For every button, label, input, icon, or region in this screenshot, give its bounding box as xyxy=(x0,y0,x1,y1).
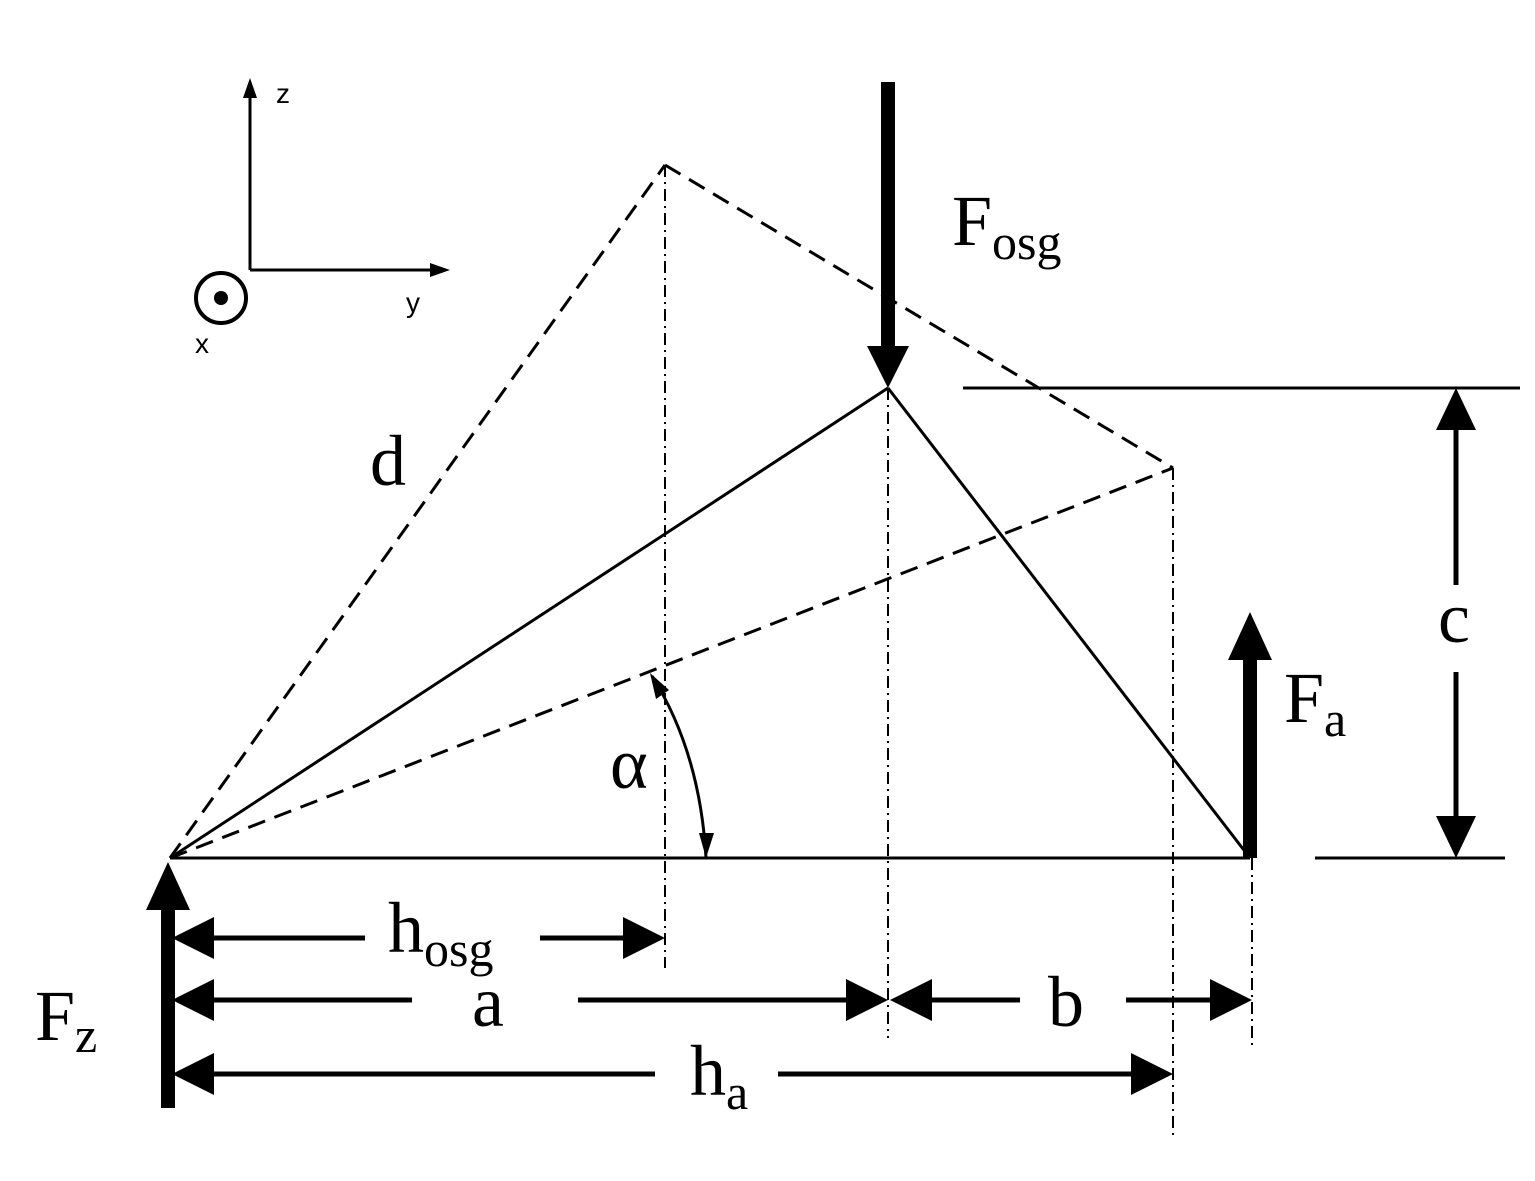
solid-line-left xyxy=(169,386,889,860)
solid-line-right xyxy=(886,387,1252,859)
c-dimension-down-arrowhead xyxy=(1436,816,1476,858)
alpha-arrowhead-bottom xyxy=(699,833,714,858)
alpha-arrowhead-top xyxy=(650,673,669,699)
f-z-label: Fz xyxy=(35,976,97,1063)
y-axis-label: y xyxy=(406,287,420,318)
x-axis-dot xyxy=(214,291,228,305)
a-right-arrowhead xyxy=(846,979,888,1021)
dashed-line-top xyxy=(664,163,1174,470)
dimension-h-osg: hosg xyxy=(172,888,665,977)
dimension-c: c xyxy=(963,386,1520,860)
x-axis-label: x xyxy=(195,328,209,359)
c-dimension-up-arrowhead xyxy=(1436,388,1476,430)
a-label: a xyxy=(472,962,504,1042)
b-label: b xyxy=(1048,962,1084,1042)
f-osg-sub: osg xyxy=(992,214,1061,270)
alpha-label: α xyxy=(610,724,648,804)
force-f-a: Fa xyxy=(1228,612,1346,858)
f-z-arrowhead xyxy=(146,862,190,910)
dashed-line-lower xyxy=(169,466,1174,860)
z-axis-label: z xyxy=(276,78,290,109)
dimension-a: a xyxy=(172,962,888,1042)
z-axis-arrowhead xyxy=(243,78,257,98)
b-left-arrowhead xyxy=(890,979,932,1021)
h-a-label: ha xyxy=(690,1031,748,1120)
f-z-sub: z xyxy=(75,1007,97,1063)
f-a-main: F xyxy=(1284,658,1324,738)
f-osg-arrowhead xyxy=(867,346,909,388)
f-osg-label: Fosg xyxy=(952,181,1062,270)
force-f-osg: Fosg xyxy=(867,82,1062,388)
h-a-left-arrowhead xyxy=(172,1053,214,1095)
h-osg-right-arrowhead xyxy=(623,917,665,959)
h-osg-sub: osg xyxy=(424,921,493,977)
d-label: d xyxy=(370,421,406,501)
b-right-arrowhead xyxy=(1210,979,1252,1021)
c-label: c xyxy=(1438,578,1470,658)
angle-alpha: α xyxy=(610,673,714,859)
f-a-label: Fa xyxy=(1284,658,1346,747)
f-osg-main: F xyxy=(952,181,992,261)
h-a-right-arrowhead xyxy=(1131,1053,1173,1095)
dimension-h-a: ha xyxy=(172,1031,1173,1120)
a-left-arrowhead xyxy=(172,979,214,1021)
y-axis-arrowhead xyxy=(430,263,450,277)
h-osg-left-arrowhead xyxy=(172,917,214,959)
h-a-main: h xyxy=(690,1031,726,1111)
coordinate-system: z y x xyxy=(194,78,450,359)
f-a-arrowhead xyxy=(1228,612,1272,660)
h-osg-main: h xyxy=(388,888,424,968)
dashed-line-d xyxy=(168,164,667,859)
f-a-sub: a xyxy=(1324,691,1346,747)
h-a-sub: a xyxy=(726,1064,748,1120)
dimension-b: b xyxy=(890,962,1252,1042)
x-axis-out-of-page-icon xyxy=(194,271,248,325)
alpha-arc xyxy=(650,675,708,859)
projection-lines xyxy=(664,165,1253,1135)
solid-triangle xyxy=(169,386,1252,860)
force-f-z: Fz xyxy=(35,862,190,1108)
f-z-main: F xyxy=(35,976,75,1056)
dashed-triangle xyxy=(168,163,1174,860)
h-osg-label: hosg xyxy=(388,888,493,977)
